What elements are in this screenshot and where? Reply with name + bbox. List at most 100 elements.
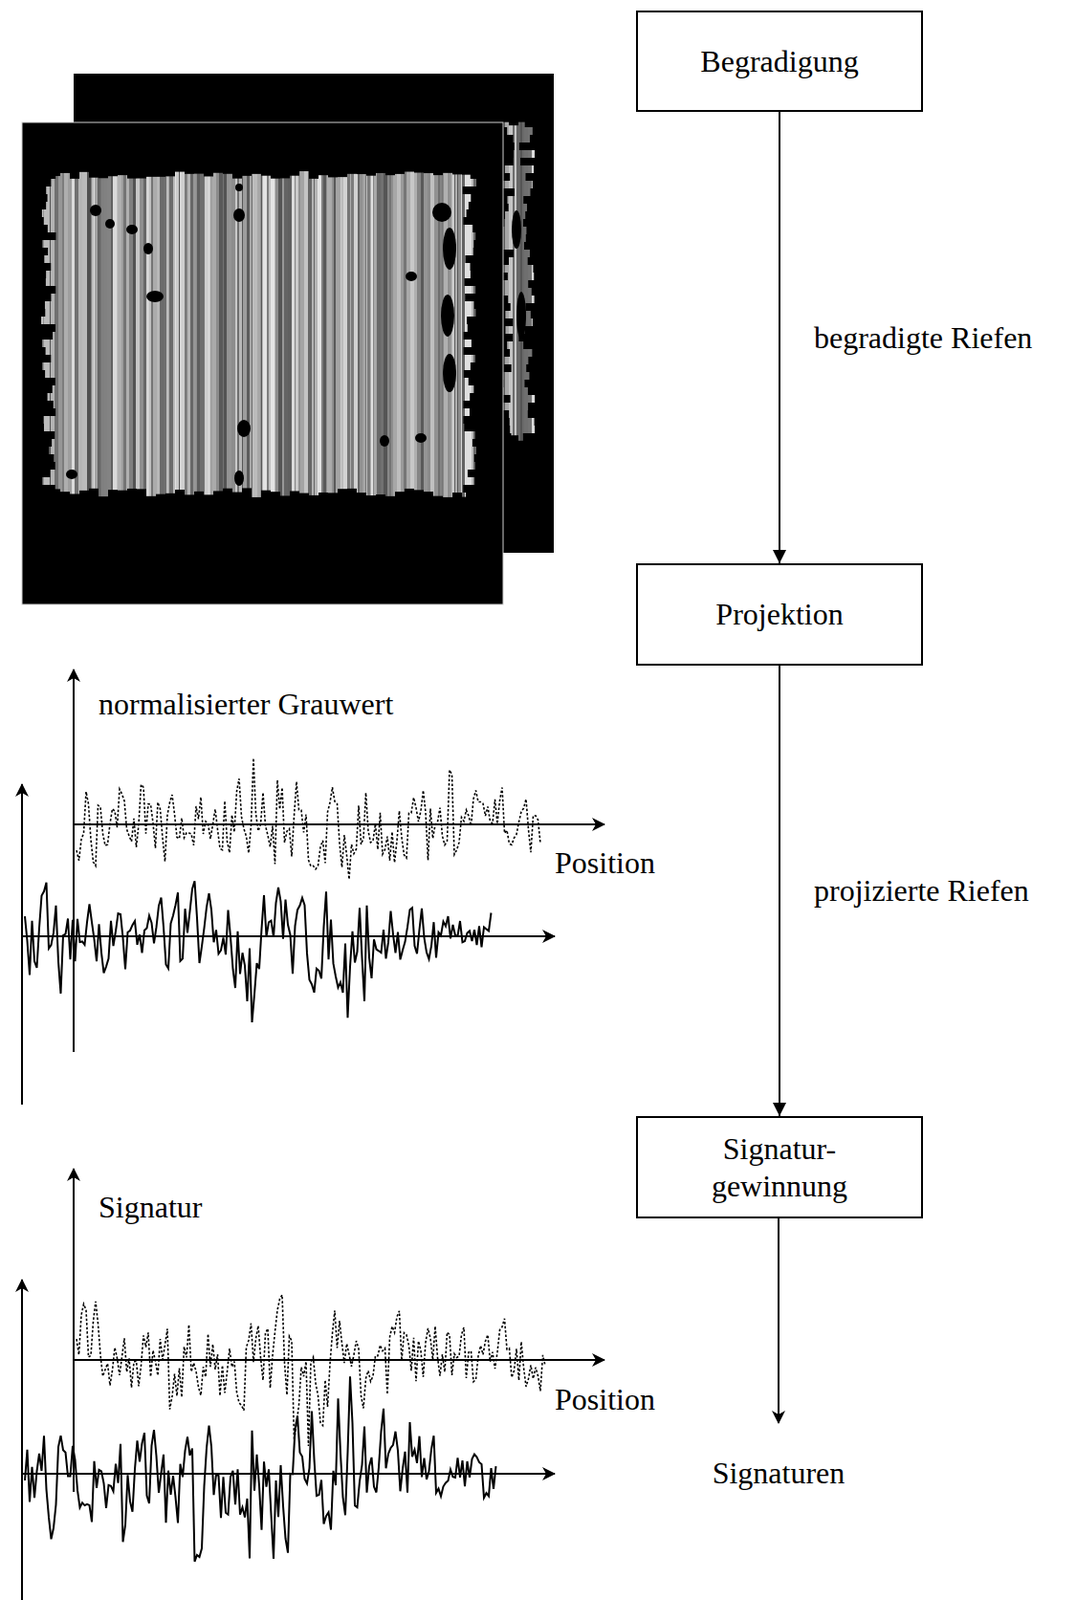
edge: [60, 171, 70, 174]
striation: [275, 171, 279, 498]
striation: [246, 171, 250, 498]
edge: [534, 395, 537, 403]
edge: [88, 488, 99, 498]
front-texture: [41, 171, 482, 501]
striation: [457, 171, 459, 498]
edge: [468, 201, 480, 210]
edge: [526, 173, 536, 181]
striation: [123, 171, 127, 498]
edge: [475, 354, 480, 363]
striation: [222, 171, 224, 498]
striation: [62, 171, 65, 498]
edge: [524, 241, 536, 250]
edge: [474, 385, 480, 394]
edge: [41, 423, 44, 432]
edge: [404, 171, 415, 174]
blob: [105, 219, 115, 229]
striation: [339, 171, 341, 498]
edge: [41, 439, 52, 447]
striation: [206, 171, 209, 498]
edge: [414, 489, 424, 498]
edge: [41, 224, 48, 233]
edge: [523, 341, 536, 350]
blob: [440, 294, 455, 337]
edge: [531, 287, 536, 296]
striation: [375, 171, 377, 498]
edge: [41, 385, 53, 394]
edge: [117, 171, 128, 176]
striation: [460, 171, 462, 498]
striation: [347, 171, 351, 498]
edge: [474, 454, 480, 462]
striation: [187, 171, 191, 498]
edge: [69, 171, 80, 179]
edge: [534, 150, 537, 158]
striation: [304, 171, 308, 498]
edge: [508, 435, 519, 445]
edge: [385, 496, 396, 498]
striation: [175, 171, 179, 498]
edge: [475, 232, 480, 241]
edge: [41, 362, 44, 371]
edge: [531, 349, 536, 357]
edge: [526, 234, 536, 242]
edge: [523, 433, 536, 441]
edge: [41, 263, 51, 271]
edge: [41, 186, 46, 195]
edge: [41, 209, 44, 218]
edge: [289, 171, 300, 176]
edge: [464, 293, 480, 302]
back-texture: [499, 119, 538, 449]
striation: [343, 171, 348, 498]
blob: [65, 469, 78, 480]
striation: [341, 171, 344, 498]
blob: [442, 353, 457, 393]
striation: [100, 171, 102, 498]
edge: [470, 362, 480, 371]
striation: [151, 171, 154, 498]
striation: [362, 171, 364, 498]
striation: [219, 171, 223, 498]
blob: [233, 208, 245, 222]
edge: [41, 416, 44, 424]
output-arrow: [777, 1218, 780, 1424]
edge: [41, 247, 48, 256]
edge: [213, 490, 223, 498]
striation: [168, 171, 170, 498]
edge: [41, 232, 56, 241]
striation: [335, 171, 340, 498]
striation: [454, 171, 456, 498]
edge: [41, 370, 45, 378]
striation: [314, 171, 318, 498]
striation: [132, 171, 136, 498]
axis-label: Signatur: [98, 1189, 202, 1226]
striation: [223, 171, 227, 498]
edge: [533, 272, 536, 281]
edge: [203, 494, 214, 498]
striation: [101, 171, 105, 498]
striation: [193, 171, 197, 498]
edge: [468, 377, 480, 386]
blob: [143, 242, 154, 255]
striation: [173, 171, 176, 498]
striation: [357, 171, 360, 498]
striation: [159, 171, 164, 498]
striation: [139, 171, 144, 498]
blob: [432, 202, 452, 222]
edge: [98, 496, 109, 499]
edge-label: begradigte Riefen: [813, 320, 1033, 356]
striation: [85, 171, 88, 498]
edge: [356, 492, 367, 498]
edge: [467, 469, 480, 478]
edge: [532, 180, 536, 189]
striation: [266, 171, 269, 498]
edge: [476, 446, 480, 455]
edge: [184, 494, 195, 498]
edge: [472, 439, 480, 447]
edge: [41, 194, 48, 202]
striation: [326, 171, 328, 498]
edge: [41, 469, 50, 478]
edge: [474, 301, 480, 309]
edge: [328, 171, 338, 177]
